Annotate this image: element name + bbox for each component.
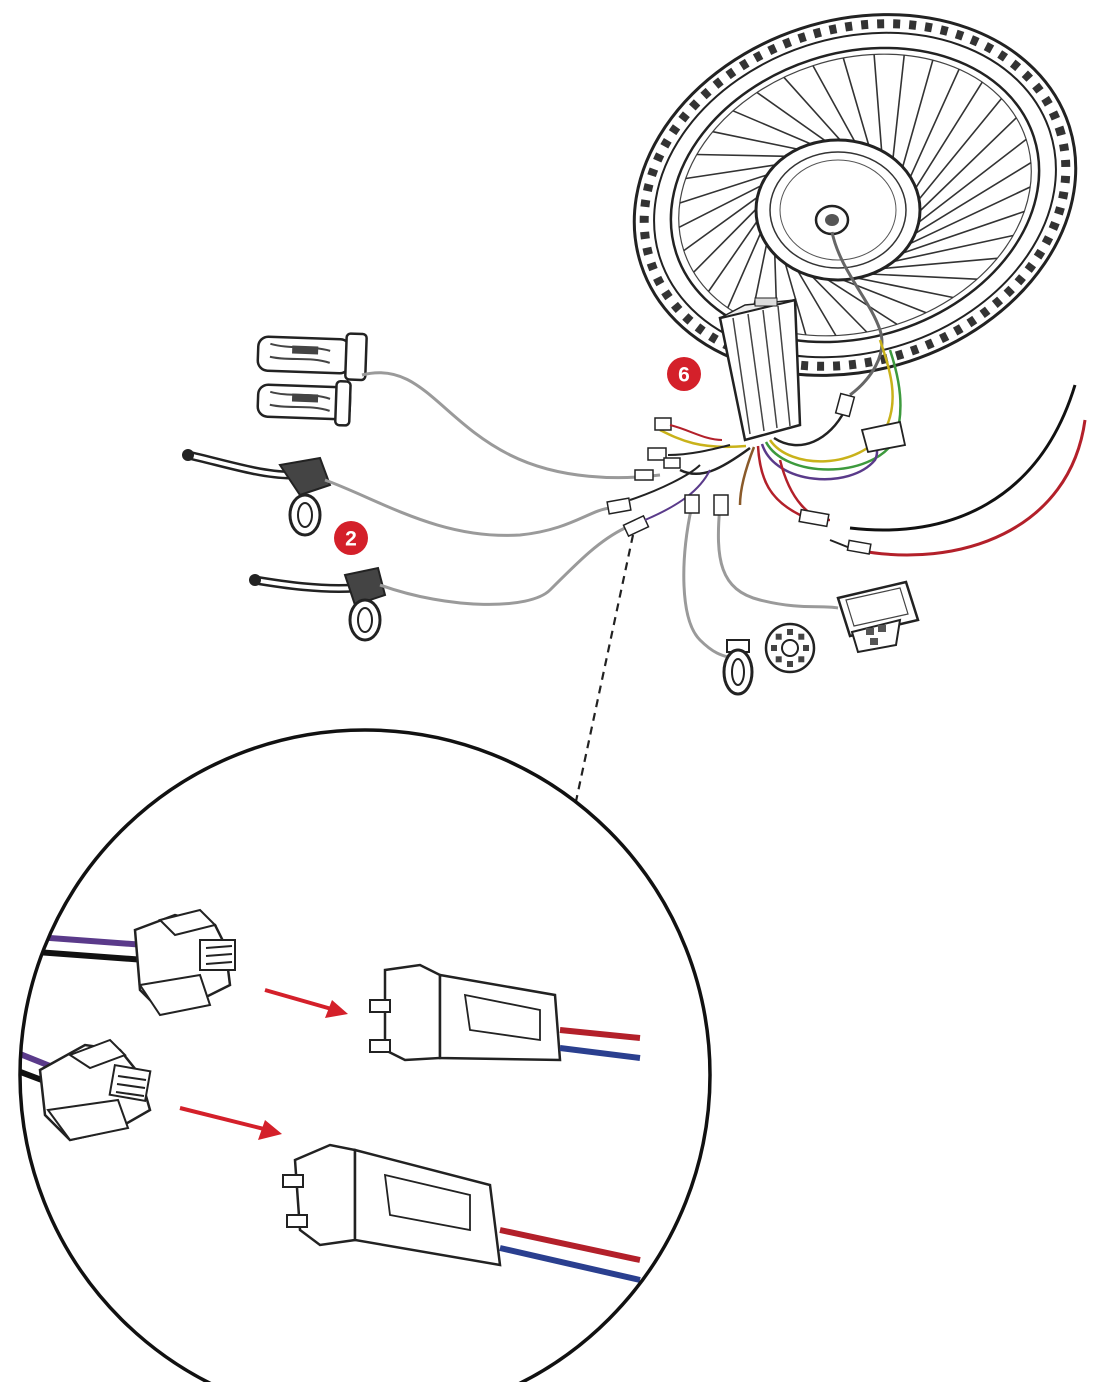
wheel-spoke bbox=[913, 138, 1027, 227]
lcd-display bbox=[713, 494, 920, 654]
throttle-grip-pair bbox=[256, 332, 661, 480]
badge-circle bbox=[667, 357, 701, 391]
wheel-spoke bbox=[782, 256, 807, 336]
battery-leads bbox=[778, 384, 1087, 557]
wheel-spoke bbox=[783, 76, 845, 145]
callout-label-2: 2 bbox=[345, 528, 357, 551]
wheel-spoke bbox=[805, 269, 868, 333]
wheel-spoke bbox=[915, 117, 1017, 216]
callout-label-6: 6 bbox=[678, 364, 690, 387]
magnifier-leader-line bbox=[555, 534, 635, 891]
wheel-spoke bbox=[793, 264, 837, 337]
wheel-spoke bbox=[812, 65, 859, 147]
misc-connectors bbox=[634, 417, 731, 481]
pas-sensor bbox=[682, 494, 816, 696]
wheel-spoke bbox=[831, 275, 927, 314]
callout-badge-brake-levers: 2 bbox=[334, 521, 368, 555]
wheel-spoke bbox=[908, 162, 1032, 238]
pas-magnet bbox=[787, 629, 793, 635]
wheel-spoke bbox=[914, 97, 1003, 205]
pas-magnet bbox=[771, 645, 777, 651]
wheel-spoke bbox=[678, 182, 768, 229]
wheel-spoke bbox=[693, 204, 761, 273]
wheel-spoke bbox=[907, 68, 960, 182]
rear-wheel-hub-motor bbox=[632, 13, 1078, 397]
wheel-spoke bbox=[871, 257, 998, 271]
wheel-spoke bbox=[873, 54, 883, 156]
wheel-spoke bbox=[891, 55, 905, 163]
pas-magnet bbox=[803, 645, 809, 651]
female-connector-lower bbox=[282, 1143, 641, 1283]
wheel-spoke bbox=[902, 186, 1031, 248]
female-connector-upper bbox=[369, 963, 641, 1062]
wheel-spoke bbox=[727, 227, 764, 309]
male-connector-lower bbox=[38, 1038, 152, 1142]
arrow-lower bbox=[179, 1106, 282, 1140]
pas-magnet bbox=[775, 656, 782, 663]
male-connector-upper bbox=[133, 908, 236, 1017]
wheel-spoke bbox=[900, 59, 934, 172]
wheel-spoke bbox=[912, 81, 983, 193]
wheel-spoke bbox=[842, 57, 871, 151]
connector-detail-magnifier bbox=[18, 728, 712, 1382]
wheel-spoke bbox=[883, 234, 1014, 265]
callout-badge-controller: 6 bbox=[667, 357, 701, 391]
wheel-spoke bbox=[756, 91, 831, 145]
hall-sensor-connector bbox=[834, 392, 907, 454]
wheel-spoke bbox=[679, 172, 774, 204]
controller-box bbox=[718, 297, 802, 442]
arrow-upper bbox=[264, 988, 348, 1018]
pas-magnet bbox=[787, 661, 793, 667]
wheel-spoke bbox=[685, 163, 783, 180]
wheel-spoke bbox=[712, 130, 805, 152]
magnifier-ring bbox=[18, 728, 712, 1382]
pas-magnet bbox=[798, 656, 805, 663]
pas-magnet bbox=[775, 633, 782, 640]
brake-lever-pair bbox=[182, 449, 711, 642]
wheel-spoke bbox=[707, 216, 762, 292]
wheel-spoke bbox=[683, 193, 763, 252]
wheel-spokes bbox=[678, 54, 1032, 337]
wheel-spoke bbox=[696, 153, 793, 158]
wheel-spoke bbox=[845, 274, 954, 299]
wheel-spoke bbox=[732, 110, 818, 148]
wheel-spoke bbox=[893, 210, 1025, 257]
pas-magnet bbox=[798, 633, 805, 640]
badge-circle bbox=[334, 521, 368, 555]
wheel-spoke bbox=[859, 272, 978, 280]
wheel-spoke bbox=[818, 273, 898, 325]
